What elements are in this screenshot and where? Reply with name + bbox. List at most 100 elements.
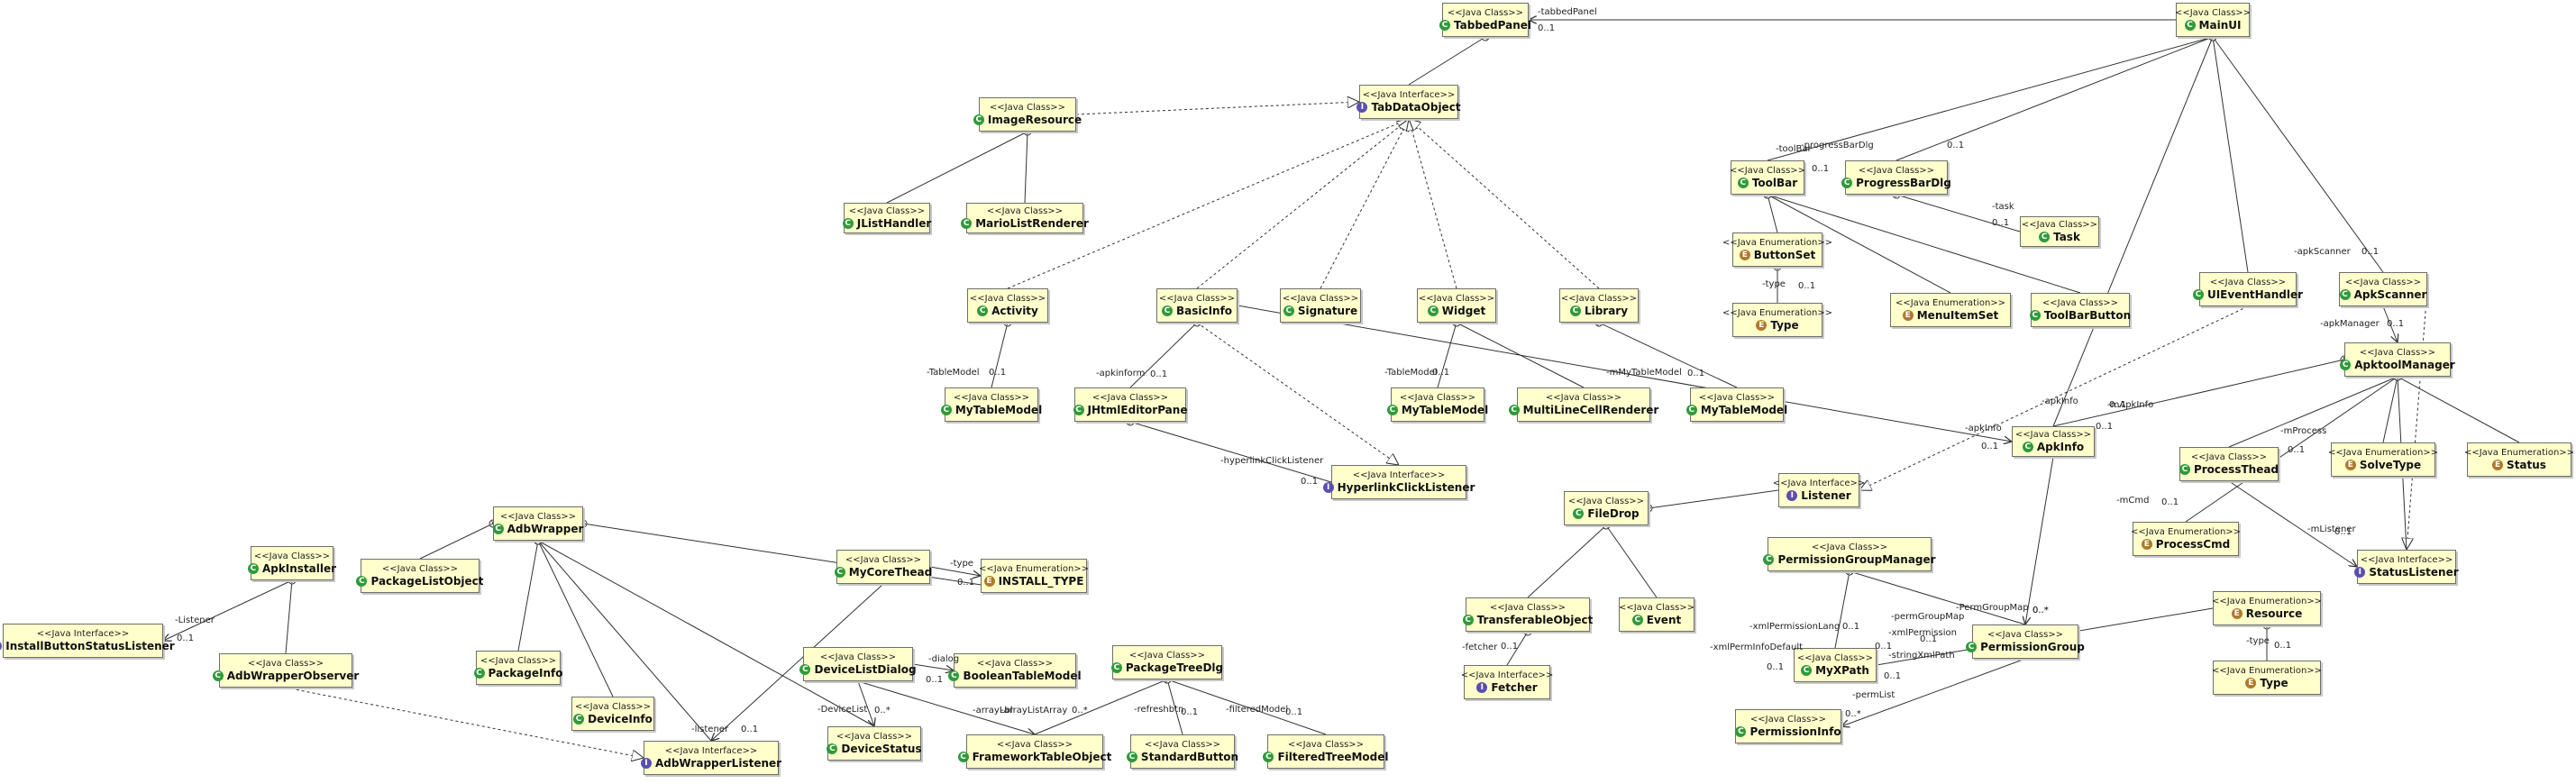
- class-name: MyCoreThead: [848, 565, 933, 579]
- class-icon: C: [2339, 289, 2351, 300]
- edge-package-tree-dlg-to-framework-table-object: [1034, 675, 1172, 735]
- class-name: Status: [2507, 458, 2546, 471]
- association-label: -apkinform: [1096, 369, 1146, 378]
- stereotype-label: <<Java Enumeration>>: [2463, 447, 2575, 458]
- association-label: 0..1: [1150, 369, 1168, 379]
- enumeration-icon: E: [983, 576, 995, 587]
- class-icon: C: [1735, 726, 1747, 737]
- stereotype-label: <<Java Class>>: [953, 392, 1030, 403]
- class-name: PackageInfo: [488, 666, 563, 679]
- stereotype-label: <<Java Class>>: [1811, 542, 1888, 552]
- class-icon: C: [2029, 310, 2041, 321]
- stereotype-label: <<Java Class>>: [2344, 277, 2422, 287]
- stereotype-label: <<Java Enumeration>>: [1722, 307, 1833, 318]
- class-icon: C: [2340, 360, 2352, 370]
- edge-main-ui-to-ui-event-handler: [2208, 32, 2249, 273]
- edge-basic-info-to-jhtml-editor-pane: [1129, 318, 1201, 388]
- class-icon: C: [2184, 20, 2196, 31]
- association-label: 0..1: [2274, 641, 2292, 651]
- enumeration-icon: E: [2492, 460, 2504, 470]
- edge-my-core-thead-to-adb-wrapper-listener: [711, 583, 884, 741]
- association-label: -apkManager: [2320, 319, 2380, 329]
- stereotype-label: <<Java Class>>: [2021, 219, 2098, 230]
- edge-activity-to-tab-data-object: [1007, 119, 1409, 289]
- stereotype-label: <<Java Class>>: [499, 511, 577, 522]
- class-box-install-button-status-listener[interactable]: <<Java Interface>>IInstallButtonStatusLi…: [0, 624, 175, 658]
- interface-icon: I: [1476, 682, 1488, 693]
- edge-file-drop-to-event: [1602, 521, 1658, 598]
- association-label: -apkScanner: [2294, 247, 2351, 257]
- class-icon: C: [212, 670, 224, 681]
- class-icon: C: [1283, 305, 1294, 316]
- class-name: ProcessCmd: [2155, 537, 2231, 551]
- association-label: -xmlPermInfoDefault: [1710, 643, 1804, 652]
- class-icon: C: [2192, 289, 2204, 300]
- class-name: AdbWrapper: [507, 522, 584, 535]
